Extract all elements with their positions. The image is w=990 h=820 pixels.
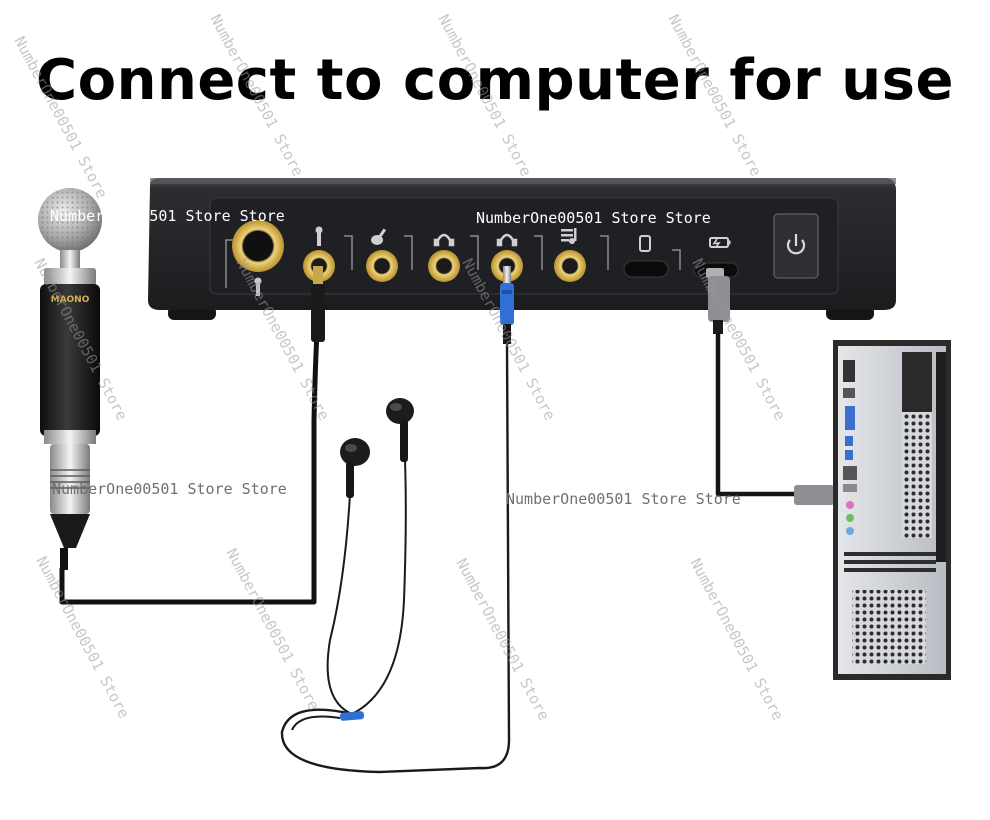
watermark-text: NumberOne00501 Store Store (476, 209, 711, 227)
watermark-text: NumberOne00501 Store (10, 33, 111, 201)
pc-tower (833, 340, 951, 680)
watermark-text: NumberOne00501 Store Store (52, 480, 287, 498)
watermarks: NumberOne00501 Store Store NumberOne0050… (10, 11, 789, 723)
mic-jack-icon (254, 277, 262, 296)
music-icon (561, 228, 577, 244)
power-button[interactable] (773, 213, 819, 279)
usb-cable (715, 334, 796, 497)
mic-plug (311, 266, 325, 342)
headphone-icon (496, 233, 518, 247)
condenser-microphone: MAONO (38, 188, 102, 570)
headphone-output-jack-1[interactable] (428, 250, 460, 282)
watermark-text: NumberOne00501 Store (434, 11, 535, 179)
cable-splitter (339, 711, 365, 721)
watermark-text: NumberOne00501 Store Store (50, 207, 285, 225)
watermark-text: NumberOne00501 Store (686, 555, 787, 723)
watermark-text: NumberOne00501 Store (222, 545, 323, 713)
watermark-text: NumberOne00501 Store (452, 555, 553, 723)
instrument-icon (371, 228, 387, 245)
earbud-right (386, 398, 414, 462)
headphone-icon (433, 233, 455, 247)
earbud-left (340, 438, 370, 498)
mic-brand-label: MAONO (51, 295, 90, 305)
earphone-cable (280, 343, 511, 774)
power-icon (786, 234, 806, 255)
phone-icon (639, 235, 651, 252)
watermark-text: NumberOne00501 Store (664, 11, 765, 179)
headphone-plug (500, 266, 514, 344)
watermark-text: NumberOne00501 Store (206, 11, 307, 179)
instrument-input-jack[interactable] (366, 250, 398, 282)
phone-port[interactable] (623, 260, 669, 278)
page-title: Connect to computer for use (36, 48, 954, 113)
usb-c-plug (706, 268, 730, 334)
battery-icon (709, 237, 731, 248)
accompaniment-input-jack[interactable] (554, 250, 586, 282)
watermark-text: NumberOne00501 Store (32, 553, 133, 721)
mic-icon (315, 226, 323, 246)
watermark-text: NumberOne00501 Store Store (506, 490, 741, 508)
